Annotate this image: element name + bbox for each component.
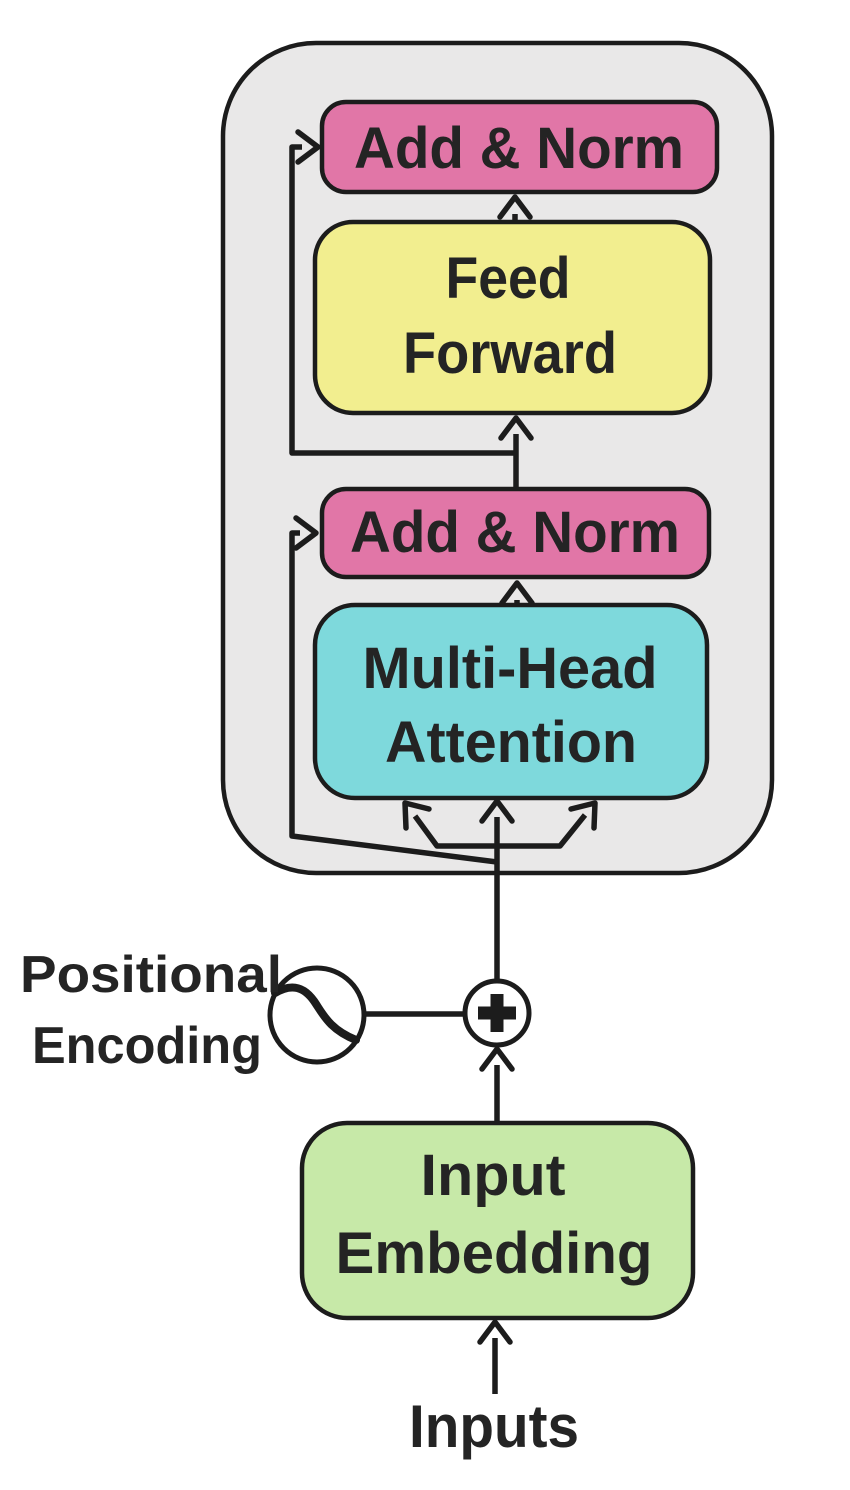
add-norm-top-box xyxy=(319,99,720,195)
arrowhead-skip1-into-addnorm1 xyxy=(295,129,321,165)
plus-icon xyxy=(478,994,516,1032)
arrowhead-right-into-mha xyxy=(568,800,598,831)
positional-encoding-label-line2: Encoding xyxy=(32,1017,262,1075)
arrowhead-into-addnorm1 xyxy=(497,194,533,220)
inputs-label: Inputs xyxy=(409,1393,579,1460)
arrowhead-skip2-into-addnorm2 xyxy=(293,515,319,551)
feed-forward-label-line2: Forward xyxy=(403,321,617,386)
input-embedding-box xyxy=(299,1120,696,1321)
flow-lines xyxy=(289,144,588,1394)
arrowhead-into-embedding xyxy=(477,1319,513,1345)
positional-encoding-node xyxy=(267,965,367,1065)
arrowhead-center-into-mha xyxy=(479,798,515,824)
arrowhead-into-addnorm2 xyxy=(499,580,535,606)
arrowhead-into-ff xyxy=(498,415,534,441)
add-norm-top-label: Add & Norm xyxy=(354,116,684,181)
feed-forward-label-line1: Feed xyxy=(446,246,571,311)
input-embedding-label-line2: Embedding xyxy=(336,1221,653,1286)
sine-wave-icon xyxy=(271,983,360,1044)
input-embedding-label-line1: Input xyxy=(421,1143,566,1208)
add-node xyxy=(462,978,532,1048)
line-skip2 xyxy=(289,530,498,865)
multi-head-attention-label-line1: Multi-Head xyxy=(363,636,658,701)
add-norm-mid-label: Add & Norm xyxy=(350,500,680,565)
line-skip1 xyxy=(289,144,514,456)
arrowheads xyxy=(293,129,598,1345)
line-qkv-right xyxy=(497,813,588,849)
multi-head-attention-label-line2: Attention xyxy=(385,710,637,775)
multi-head-attention-box xyxy=(312,602,710,801)
positional-encoding-label-line1: Positional xyxy=(20,946,282,1004)
arrowhead-left-into-mha xyxy=(402,800,432,831)
feed-forward-box xyxy=(312,219,713,416)
positional-encoding-circle xyxy=(267,965,367,1065)
add-norm-mid-box xyxy=(319,486,712,580)
arrowhead-into-plus xyxy=(479,1046,515,1072)
line-qkv-left xyxy=(412,814,497,849)
